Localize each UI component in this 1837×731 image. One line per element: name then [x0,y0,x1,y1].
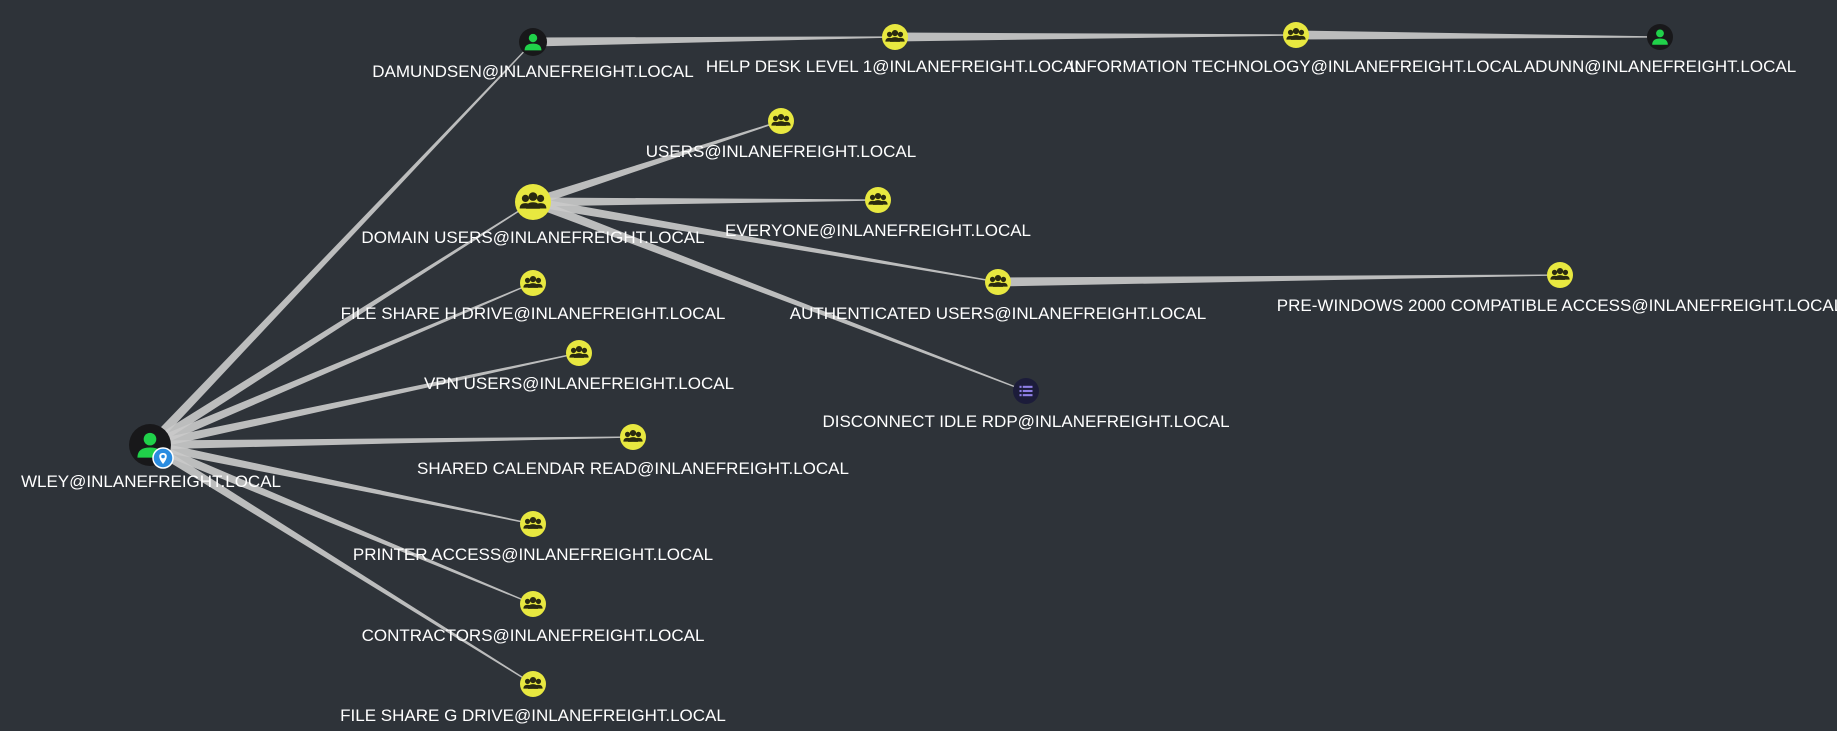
group-icon [523,275,543,288]
group-icon [868,192,888,205]
group-icon [885,29,905,42]
node-printer[interactable]: PRINTER ACCESS@INLANEFREIGHT.LOCAL [353,511,713,564]
edge-infotech-adunn[interactable] [1295,30,1661,40]
group-icon [523,596,543,609]
node-filesharег[interactable]: FILE SHARE G DRIVE@INLANEFREIGHT.LOCAL [340,671,726,725]
node-label: DOMAIN USERS@INLANEFREIGHT.LOCAL [361,228,704,247]
edge-wley-sharedcal[interactable] [149,436,634,450]
group-icon [623,429,643,442]
group-icon [523,676,543,689]
node-prewin2000[interactable]: PRE-WINDOWS 2000 COMPATIBLE ACCESS@INLAN… [1277,262,1837,315]
group-node-circle[interactable] [985,269,1011,295]
node-helpdesk1[interactable]: HELP DESK LEVEL 1@INLANEFREIGHT.LOCAL [706,24,1084,76]
node-label: INFORMATION TECHNOLOGY@INLANEFREIGHT.LOC… [1069,57,1522,76]
edge-wley-fileshareh[interactable] [148,282,534,450]
node-adunn[interactable]: ADUNN@INLANEFREIGHT.LOCAL [1524,24,1796,76]
group-icon [1286,27,1306,40]
gpo-list-icon [1019,385,1033,397]
group-node-circle[interactable] [620,424,646,450]
node-label: HELP DESK LEVEL 1@INLANEFREIGHT.LOCAL [706,57,1084,76]
node-damundsen[interactable]: DAMUNDSEN@INLANEFREIGHT.LOCAL [372,28,694,81]
node-authusers[interactable]: AUTHENTICATED USERS@INLANEFREIGHT.LOCAL [790,269,1207,323]
node-label: PRE-WINDOWS 2000 COMPATIBLE ACCESS@INLAN… [1277,296,1837,315]
edge-domainusers-users[interactable] [531,120,782,207]
group-node-circle[interactable] [566,340,592,366]
nodes-layer: WLEY@INLANEFREIGHT.LOCAL DAMUNDSEN@INLANE… [21,22,1837,725]
group-icon [771,113,791,126]
node-label: PRINTER ACCESS@INLANEFREIGHT.LOCAL [353,545,713,564]
node-label: FILE SHARE H DRIVE@INLANEFREIGHT.LOCAL [341,304,726,323]
group-node-circle[interactable] [768,108,794,134]
edge-domainusers-authusers[interactable] [532,197,999,283]
node-disconnectrdp[interactable]: DISCONNECT IDLE RDP@INLANEFREIGHT.LOCAL [822,378,1230,431]
group-icon [569,345,589,358]
node-label: WLEY@INLANEFREIGHT.LOCAL [21,472,281,491]
node-label: VPN USERS@INLANEFREIGHT.LOCAL [424,374,734,393]
node-label: EVERYONE@INLANEFREIGHT.LOCAL [725,221,1031,240]
edge-wley-contractors[interactable] [148,440,534,605]
edge-damundsen-helpdesk1[interactable] [532,36,896,47]
group-node-circle[interactable] [520,511,546,537]
edge-wley-printer[interactable] [149,440,534,525]
group-node-circle[interactable] [1547,262,1573,288]
node-label: USERS@INLANEFREIGHT.LOCAL [646,142,916,161]
node-domainusers[interactable]: DOMAIN USERS@INLANEFREIGHT.LOCAL [361,184,705,247]
group-node-circle[interactable] [865,187,891,213]
node-label: ADUNN@INLANEFREIGHT.LOCAL [1524,57,1796,76]
node-label: CONTRACTORS@INLANEFREIGHT.LOCAL [362,626,705,645]
group-node-circle[interactable] [520,270,546,296]
edge-authusers-prewin2000[interactable] [997,274,1561,287]
start-node-marker-icon [152,447,174,469]
group-icon [1550,267,1570,280]
group-icon [523,516,543,529]
edge-wley-filesharег[interactable] [147,441,534,685]
node-label: DISCONNECT IDLE RDP@INLANEFREIGHT.LOCAL [822,412,1229,431]
node-label: AUTHENTICATED USERS@INLANEFREIGHT.LOCAL [790,304,1207,323]
node-sharedcal[interactable]: SHARED CALENDAR READ@INLANEFREIGHT.LOCAL [417,424,849,478]
node-users[interactable]: USERS@INLANEFREIGHT.LOCAL [646,108,916,161]
user-icon [1652,29,1668,45]
edge-wley-damundsen[interactable] [146,41,534,449]
node-contractors[interactable]: CONTRACTORS@INLANEFREIGHT.LOCAL [362,591,705,645]
group-node-circle[interactable] [1283,22,1309,48]
edge-wley-domainusers[interactable] [147,201,534,449]
group-icon [988,274,1008,287]
edge-domainusers-everyone[interactable] [532,197,879,207]
group-node-circle[interactable] [520,591,546,617]
node-fileshareh[interactable]: FILE SHARE H DRIVE@INLANEFREIGHT.LOCAL [341,270,726,323]
edges-layer [146,30,1661,685]
node-label: FILE SHARE G DRIVE@INLANEFREIGHT.LOCAL [340,706,726,725]
node-vpnusers[interactable]: VPN USERS@INLANEFREIGHT.LOCAL [424,340,734,393]
group-icon [519,192,547,209]
node-infotech[interactable]: INFORMATION TECHNOLOGY@INLANEFREIGHT.LOC… [1069,22,1523,76]
group-node-circle[interactable] [515,184,551,220]
node-wley[interactable]: WLEY@INLANEFREIGHT.LOCAL [21,424,281,491]
group-node-circle[interactable] [882,24,908,50]
edge-helpdesk1-infotech[interactable] [894,32,1297,42]
node-everyone[interactable]: EVERYONE@INLANEFREIGHT.LOCAL [725,187,1031,240]
group-node-circle[interactable] [520,671,546,697]
node-label: DAMUNDSEN@INLANEFREIGHT.LOCAL [372,62,693,81]
edge-domainusers-disconnectrdp[interactable] [531,197,1027,392]
node-label: SHARED CALENDAR READ@INLANEFREIGHT.LOCAL [417,459,849,478]
edge-wley-vpnusers[interactable] [149,352,580,450]
user-icon [524,33,542,51]
